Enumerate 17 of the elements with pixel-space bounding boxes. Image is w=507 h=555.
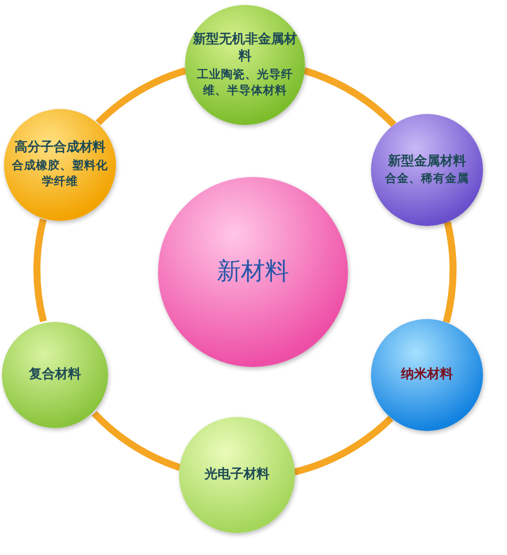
node-title: 新型金属材料 xyxy=(388,154,466,170)
node-title: 纳米材料 xyxy=(401,366,453,384)
node-description: 工业陶瓷、光导纤维、半导体材料 xyxy=(196,66,294,98)
node-title: 新材料 xyxy=(217,256,289,288)
node-title: 复合材料 xyxy=(29,366,81,384)
ring-connector xyxy=(303,67,396,128)
node-description: 合金、稀有金属 xyxy=(385,170,469,186)
ring-connector xyxy=(96,67,187,126)
node-title: 新型无机非金属材料 xyxy=(193,32,297,66)
ring-connector xyxy=(92,410,182,471)
ring-connector xyxy=(34,218,47,322)
node-description: 合成橡胶、塑料化学纤维 xyxy=(11,157,109,190)
node-title: 光电子材料 xyxy=(204,466,270,484)
ring-connector xyxy=(442,222,456,323)
node-title: 高分子合成材料 xyxy=(14,140,106,158)
ring-connector xyxy=(294,416,394,476)
circle-node xyxy=(371,114,483,226)
